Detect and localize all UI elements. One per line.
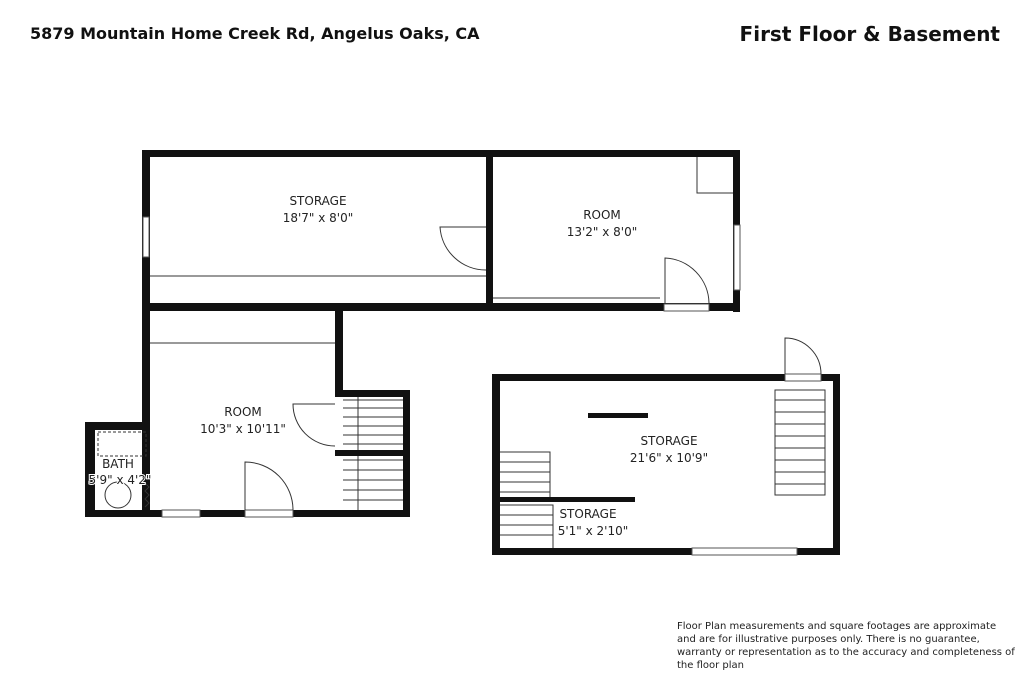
stairs-upper: [343, 397, 403, 510]
room-name: ROOM: [583, 208, 621, 222]
door-opening: [784, 373, 822, 382]
room-dims: 21'6" x 10'9": [630, 451, 708, 465]
room-name: ROOM: [224, 405, 262, 419]
bath-fixtures: [97, 431, 150, 509]
property-address: 5879 Mountain Home Creek Rd, Angelus Oak…: [30, 24, 480, 43]
room-name: STORAGE: [640, 434, 697, 448]
room-dims: 13'2" x 8'0": [567, 225, 638, 239]
door-opening: [244, 509, 294, 518]
stairs-basement: [500, 389, 826, 548]
window: [142, 216, 150, 258]
room-dims: 5'1" x 2'10": [558, 524, 629, 538]
door-opening: [663, 303, 710, 312]
room-name: STORAGE: [289, 194, 346, 208]
room-dims: 18'7" x 8'0": [283, 211, 354, 225]
walls: [85, 150, 840, 555]
doors-stairs: [97, 157, 826, 548]
window: [161, 509, 201, 518]
room-name: BATH: [102, 457, 134, 471]
room-dims: 10'3" x 10'11": [200, 422, 286, 436]
window: [691, 547, 798, 556]
floor-title: First Floor & Basement: [739, 22, 1000, 46]
openings: [142, 216, 822, 556]
room-name: STORAGE: [559, 507, 616, 521]
window: [733, 224, 741, 291]
room-labels: STORAGE 18'7" x 8'0" ROOM 13'2" x 8'0" R…: [88, 194, 709, 538]
disclaimer: Floor Plan measurements and square foota…: [677, 621, 1015, 671]
room-dims: 5'9" x 4'2": [89, 473, 152, 487]
